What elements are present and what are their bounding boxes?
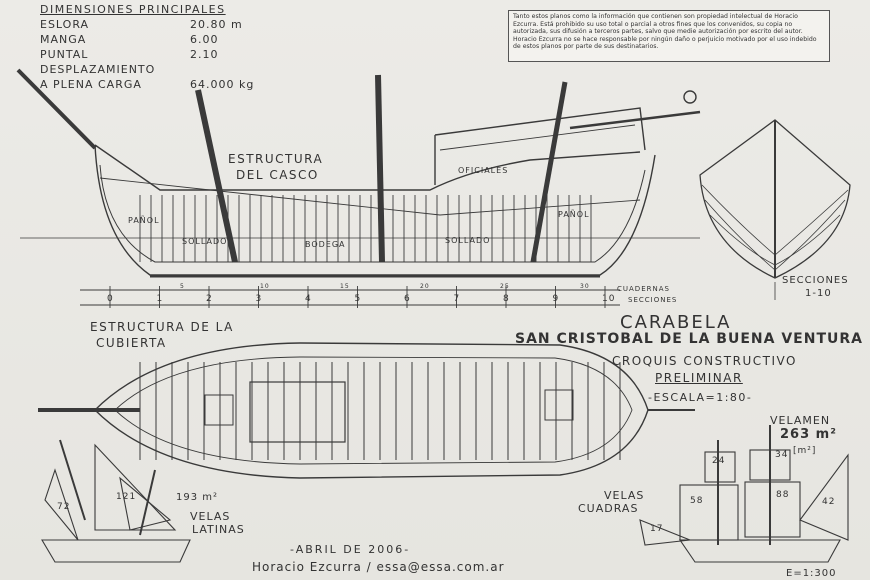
deck-beams bbox=[139, 362, 621, 460]
label-cubierta: CUBIERTA bbox=[96, 336, 167, 350]
label-panol-aft: PAÑOL bbox=[128, 216, 160, 225]
square-sails-ship bbox=[639, 425, 849, 563]
dimension-label: DESPLAZAMIENTO bbox=[40, 63, 156, 76]
frame-number: 25 bbox=[500, 283, 510, 290]
title-ship-name: SAN CRISTOBAL DE LA BUENA VENTURA bbox=[515, 331, 863, 347]
frame-number: 15 bbox=[340, 283, 350, 290]
deck-plan bbox=[38, 342, 695, 479]
footer-date: -ABRIL DE 2006- bbox=[290, 543, 411, 556]
station-number: 4 bbox=[305, 294, 312, 304]
latin-sails-ship bbox=[41, 439, 191, 563]
dimension-label: A PLENA CARGA bbox=[40, 78, 142, 91]
station-number: 3 bbox=[255, 294, 263, 304]
dimension-label: ESLORA bbox=[40, 18, 90, 31]
footer-scale: E=1:300 bbox=[786, 568, 837, 579]
dimension-value: 20.80 m bbox=[190, 18, 243, 31]
square-sail-58: 58 bbox=[690, 496, 704, 506]
station-number: 10 bbox=[602, 294, 616, 304]
dimension-row: DESPLAZAMIENTO bbox=[40, 62, 254, 77]
station-number: 0 bbox=[107, 294, 114, 304]
dimension-row: A PLENA CARGA 64.000 kg bbox=[40, 77, 254, 92]
frame-number: 5 bbox=[180, 283, 185, 290]
dimension-row: ESLORA 20.80 m bbox=[40, 17, 254, 32]
title-carabela: CARABELA bbox=[620, 312, 732, 333]
hull-frames bbox=[139, 195, 592, 262]
square-sail-24: 24 bbox=[712, 456, 726, 466]
square-sail-34: 34 bbox=[775, 450, 789, 460]
label-panol-fore: PAÑOL bbox=[558, 210, 590, 219]
copyright-notice: Tanto estos planos como la información q… bbox=[508, 10, 830, 62]
velamen-area: 263 m² bbox=[780, 427, 837, 442]
section-view bbox=[699, 119, 851, 300]
label-estructura: ESTRUCTURA bbox=[228, 152, 324, 166]
station-number: 6 bbox=[404, 294, 411, 304]
dimension-row: PUNTAL 2.10 bbox=[40, 47, 254, 62]
dimension-label: MANGA bbox=[40, 33, 87, 46]
sections-range: 1-10 bbox=[805, 288, 832, 299]
dimension-value: 2.10 bbox=[190, 48, 219, 61]
square-sail-17: 17 bbox=[650, 524, 664, 534]
title-croquis: CROQUIS CONSTRUCTIVO bbox=[612, 354, 797, 368]
label-velas-latinas-2: LATINAS bbox=[192, 523, 245, 536]
latin-sail-72: 72 bbox=[57, 502, 71, 512]
label-secciones-scale: SECCIONES bbox=[628, 296, 678, 304]
label-velas-cuadras-2: CUADRAS bbox=[578, 502, 639, 515]
station-number: 7 bbox=[453, 294, 461, 304]
frame-number: 10 bbox=[260, 283, 270, 290]
dimension-label: PUNTAL bbox=[40, 48, 89, 61]
label-estructura-cubierta: ESTRUCTURA DE LA bbox=[90, 320, 234, 334]
latin-sail-121: 121 bbox=[116, 492, 137, 502]
velamen-unit: [m²] bbox=[793, 446, 817, 456]
footer-author: Horacio Ezcurra / essa@essa.com.ar bbox=[252, 560, 505, 574]
latin-sails-area: 193 m² bbox=[176, 492, 219, 503]
title-escala: -ESCALA=1:80- bbox=[648, 391, 753, 404]
station-number: 1 bbox=[156, 294, 164, 304]
square-sail-42: 42 bbox=[822, 497, 836, 507]
label-sollado-fore: SOLLADO bbox=[445, 236, 491, 245]
station-ticks bbox=[109, 286, 606, 308]
station-number: 8 bbox=[503, 294, 510, 304]
frame-number: 30 bbox=[580, 283, 590, 290]
dimension-value: 6.00 bbox=[190, 33, 219, 46]
square-sail-88: 88 bbox=[776, 490, 790, 500]
frame-number: 20 bbox=[420, 283, 430, 290]
label-velas-latinas-1: VELAS bbox=[190, 510, 231, 523]
label-sollado-aft: SOLLADO bbox=[182, 237, 228, 246]
label-bodega: BODEGA bbox=[305, 240, 346, 249]
label-del-casco: DEL CASCO bbox=[236, 168, 319, 182]
label-cuadernas: CUADERNAS bbox=[617, 285, 670, 293]
station-number: 9 bbox=[552, 294, 560, 304]
dimensions-header: DIMENSIONES PRINCIPALES bbox=[40, 3, 226, 16]
station-number: 2 bbox=[206, 294, 213, 304]
label-oficiales: OFICIALES bbox=[458, 166, 509, 175]
station-number: 5 bbox=[354, 294, 362, 304]
title-preliminar: PRELIMINAR bbox=[655, 371, 743, 385]
velamen-label: VELAMEN bbox=[770, 414, 831, 427]
dimension-row: MANGA 6.00 bbox=[40, 32, 254, 47]
dimension-value: 64.000 kg bbox=[190, 78, 255, 91]
label-velas-cuadras-1: VELAS bbox=[604, 489, 645, 502]
sections-label: SECCIONES bbox=[782, 275, 849, 286]
